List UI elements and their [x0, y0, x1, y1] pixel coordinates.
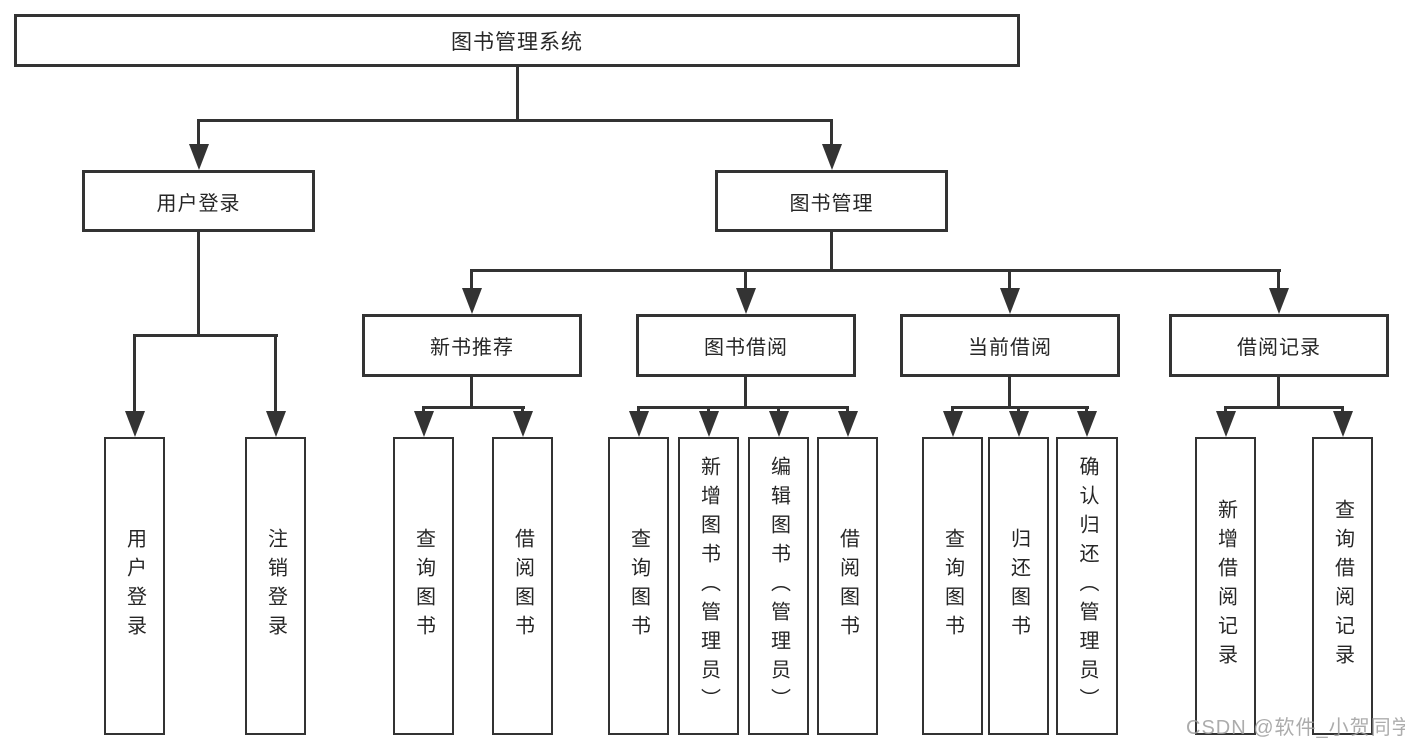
connector-line [1224, 406, 1344, 409]
connector-line [1277, 376, 1280, 409]
leaf-logout-label: 注销登录 [264, 528, 287, 644]
leaf-add-book-admin: 新增图书（管理员） [678, 437, 739, 735]
leaf-return-books-label: 归还图书 [1007, 528, 1030, 644]
leaf-borrow-books-recommend-label: 借阅图书 [511, 528, 534, 644]
leaf-query-books-current-label: 查询图书 [941, 528, 964, 644]
connector-line [133, 334, 136, 414]
connector-line [470, 376, 473, 409]
connector-line [521, 406, 524, 414]
node-current-borrowing-label: 当前借阅 [968, 337, 1052, 359]
leaf-query-books-recommend-label: 查询图书 [412, 528, 435, 644]
arrow-down-icon [698, 411, 719, 437]
arrow-down-icon [512, 411, 533, 437]
watermark: CSDN @软件_小贺同学 [1186, 717, 1405, 739]
arrow-down-icon [1268, 288, 1289, 314]
node-root-label: 图书管理系统 [451, 30, 583, 54]
connector-line [197, 232, 200, 337]
arrow-down-icon [461, 288, 482, 314]
leaf-edit-book-admin-label: 编辑图书（管理员） [767, 455, 790, 717]
node-current-borrowing: 当前借阅 [900, 314, 1120, 377]
arrow-down-icon [735, 288, 756, 314]
node-book-borrowing-label: 图书借阅 [704, 337, 788, 359]
connector-line [133, 334, 278, 337]
connector-line [516, 67, 519, 122]
node-user-login-label: 用户登录 [156, 192, 241, 215]
arrow-down-icon [837, 411, 858, 437]
connector-line [470, 269, 473, 291]
connector-line [1085, 406, 1088, 414]
leaf-query-books-current: 查询图书 [922, 437, 983, 735]
arrow-down-icon [821, 144, 842, 170]
connector-line [830, 119, 833, 146]
node-user-login: 用户登录 [82, 170, 315, 232]
connector-line [197, 119, 833, 122]
node-book-borrowing: 图书借阅 [636, 314, 856, 377]
connector-line [830, 232, 833, 272]
leaf-confirm-return-admin: 确认归还（管理员） [1056, 437, 1118, 735]
leaf-query-borrow-record-label: 查询借阅记录 [1331, 499, 1354, 673]
leaf-user-login: 用户登录 [104, 437, 165, 735]
connector-line [422, 406, 425, 414]
leaf-query-books-recommend: 查询图书 [393, 437, 454, 735]
arrow-down-icon [124, 411, 145, 437]
connector-line [637, 406, 640, 414]
leaf-add-borrow-record: 新增借阅记录 [1195, 437, 1256, 735]
leaf-confirm-return-admin-label: 确认归还（管理员） [1076, 455, 1098, 717]
arrow-down-icon [942, 411, 963, 437]
node-new-book-recommend-label: 新书推荐 [430, 337, 514, 359]
arrow-down-icon [628, 411, 649, 437]
connector-line [744, 376, 747, 409]
connector-line [777, 406, 780, 414]
leaf-borrow-books-recommend: 借阅图书 [492, 437, 553, 735]
connector-line [637, 406, 849, 409]
arrow-down-icon [999, 288, 1020, 314]
leaf-return-books: 归还图书 [988, 437, 1049, 735]
arrow-down-icon [1215, 411, 1236, 437]
connector-line [1277, 269, 1280, 291]
connector-line [422, 406, 525, 409]
connector-line [1017, 406, 1020, 414]
leaf-borrow-books-borrowing-label: 借阅图书 [836, 528, 859, 644]
connector-line [1008, 269, 1011, 291]
leaf-add-book-admin-label: 新增图书（管理员） [697, 455, 720, 717]
arrow-down-icon [413, 411, 434, 437]
node-borrowing-records: 借阅记录 [1169, 314, 1389, 377]
connector-line [744, 269, 747, 291]
node-book-management-label: 图书管理 [789, 192, 874, 215]
arrow-down-icon [768, 411, 789, 437]
leaf-edit-book-admin: 编辑图书（管理员） [748, 437, 809, 735]
leaf-user-login-label: 用户登录 [123, 528, 146, 644]
leaf-query-borrow-record: 查询借阅记录 [1312, 437, 1373, 735]
node-root: 图书管理系统 [14, 14, 1020, 67]
connector-line [1224, 406, 1227, 414]
connector-line [274, 334, 277, 414]
arrow-down-icon [1332, 411, 1353, 437]
connector-line [1341, 406, 1344, 414]
node-book-management: 图书管理 [715, 170, 948, 232]
connector-line [197, 119, 200, 146]
arrow-down-icon [1076, 411, 1097, 437]
node-borrowing-records-label: 借阅记录 [1237, 337, 1321, 359]
arrow-down-icon [265, 411, 286, 437]
arrow-down-icon [1008, 411, 1029, 437]
leaf-borrow-books-borrowing: 借阅图书 [817, 437, 878, 735]
node-new-book-recommend: 新书推荐 [362, 314, 582, 377]
connector-line [470, 269, 1281, 272]
leaf-add-borrow-record-label: 新增借阅记录 [1214, 499, 1237, 673]
connector-line [951, 406, 1089, 409]
connector-line [951, 406, 954, 414]
arrow-down-icon [188, 144, 209, 170]
leaf-query-books-borrowing-label: 查询图书 [627, 528, 650, 644]
connector-line [707, 406, 710, 414]
connector-line [846, 406, 849, 414]
leaf-logout: 注销登录 [245, 437, 306, 735]
leaf-query-books-borrowing: 查询图书 [608, 437, 669, 735]
connector-line [1008, 376, 1011, 409]
